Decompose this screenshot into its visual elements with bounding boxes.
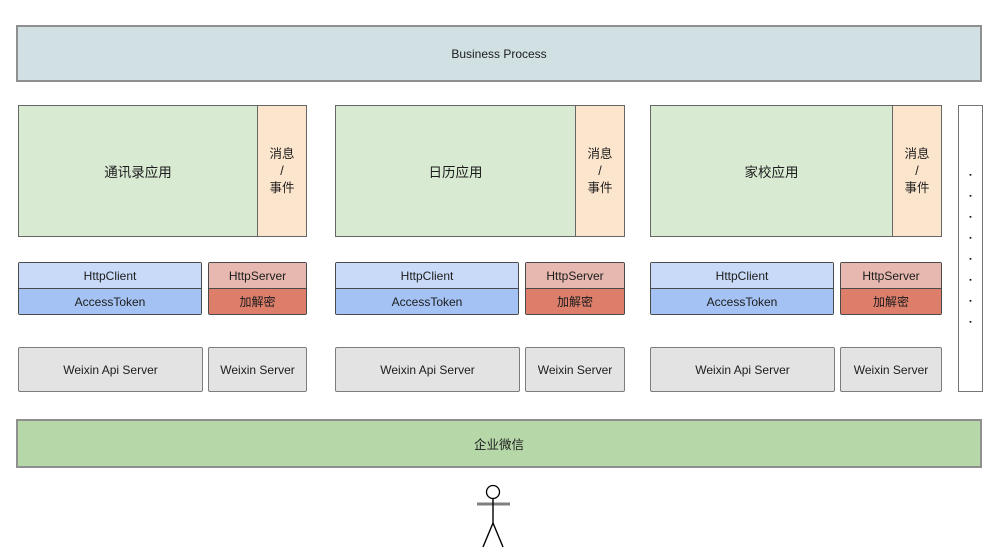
access-token-cell: AccessToken — [651, 288, 833, 314]
http-client-cell: HttpClient — [651, 263, 833, 288]
http-layer: HttpClient AccessToken HttpServer 加解密 — [335, 262, 625, 315]
app-label: 家校应用 — [744, 165, 799, 180]
client-stack: HttpClient AccessToken — [18, 262, 202, 315]
weixin-layer: Weixin Api Server Weixin Server — [335, 347, 625, 392]
client-stack: HttpClient AccessToken — [335, 262, 519, 315]
weixin-server-box: Weixin Server — [840, 347, 942, 392]
http-client-cell: HttpClient — [19, 263, 201, 288]
enterprise-wechat-label: 企业微信 — [473, 438, 524, 452]
weixin-server-box: Weixin Server — [525, 347, 625, 392]
server-stack: HttpServer 加解密 — [208, 262, 307, 315]
message-event-box: 消息 / 事件 — [575, 106, 624, 236]
http-client-cell: HttpClient — [336, 263, 518, 288]
app-label: 日历应用 — [428, 165, 483, 180]
http-layer: HttpClient AccessToken HttpServer 加解密 — [18, 262, 307, 315]
user-actor-icon — [477, 484, 510, 548]
app-box-contacts: 通讯录应用 消息 / 事件 — [18, 105, 307, 237]
encryption-cell: 加解密 — [209, 288, 306, 314]
business-process-bar: Business Process — [16, 25, 982, 82]
app-box-calendar: 日历应用 消息 / 事件 — [335, 105, 625, 237]
column-home-school: 家校应用 消息 / 事件 HttpClient AccessToken Http… — [650, 105, 942, 392]
access-token-cell: AccessToken — [19, 288, 201, 314]
weixin-layer: Weixin Api Server Weixin Server — [650, 347, 942, 392]
weixin-api-server-box: Weixin Api Server — [18, 347, 203, 392]
http-server-cell: HttpServer — [209, 263, 306, 288]
weixin-layer: Weixin Api Server Weixin Server — [18, 347, 307, 392]
more-apps-ellipsis-box: ▪ ▪ ▪ ▪ ▪ ▪ ▪ ▪ — [958, 105, 983, 392]
access-token-cell: AccessToken — [336, 288, 518, 314]
enterprise-wechat-bar: 企业微信 — [16, 419, 982, 468]
app-box-home-school: 家校应用 消息 / 事件 — [650, 105, 942, 237]
encryption-cell: 加解密 — [841, 288, 941, 314]
http-server-cell: HttpServer — [526, 263, 624, 288]
http-server-cell: HttpServer — [841, 263, 941, 288]
weixin-api-server-box: Weixin Api Server — [335, 347, 520, 392]
business-process-label: Business Process — [451, 46, 547, 61]
client-stack: HttpClient AccessToken — [650, 262, 834, 315]
message-event-box: 消息 / 事件 — [257, 106, 306, 236]
message-event-box: 消息 / 事件 — [892, 106, 941, 236]
server-stack: HttpServer 加解密 — [525, 262, 625, 315]
app-label: 通讯录应用 — [104, 165, 172, 180]
weixin-api-server-box: Weixin Api Server — [650, 347, 835, 392]
column-contacts: 通讯录应用 消息 / 事件 HttpClient AccessToken Htt… — [18, 105, 307, 392]
column-calendar: 日历应用 消息 / 事件 HttpClient AccessToken Http… — [335, 105, 625, 392]
server-stack: HttpServer 加解密 — [840, 262, 942, 315]
encryption-cell: 加解密 — [526, 288, 624, 314]
http-layer: HttpClient AccessToken HttpServer 加解密 — [650, 262, 942, 315]
weixin-server-box: Weixin Server — [208, 347, 307, 392]
vertical-ellipsis-dots: ▪ ▪ ▪ ▪ ▪ ▪ ▪ ▪ — [969, 171, 972, 326]
